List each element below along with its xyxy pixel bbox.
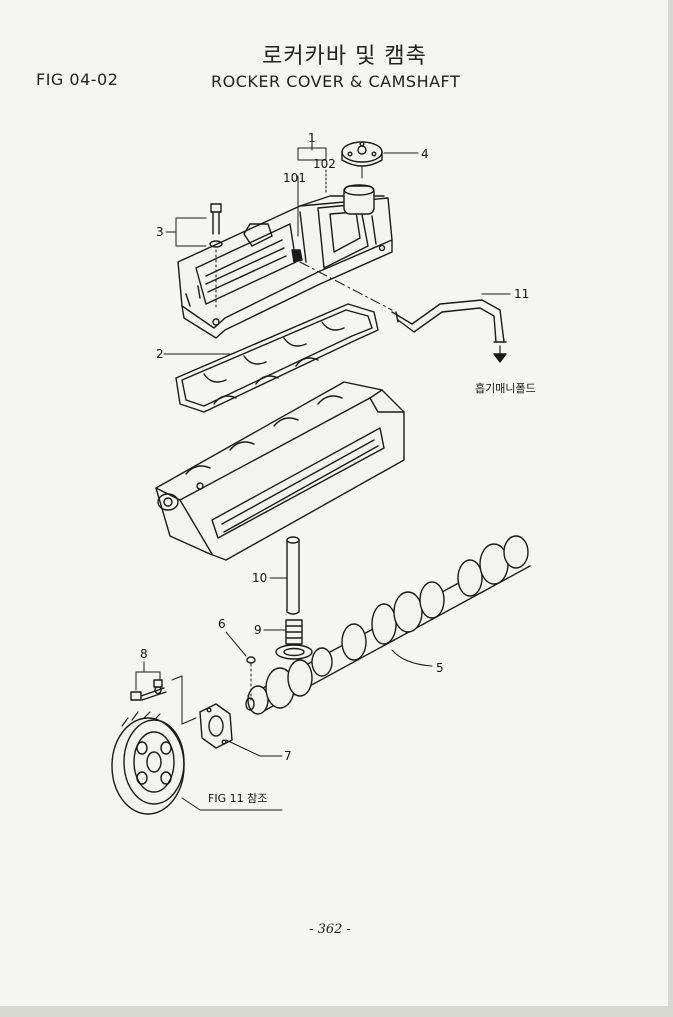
title-korean: 로커카바 및 캠축 — [262, 44, 427, 69]
thrust-plate — [171, 675, 283, 757]
push-rod — [286, 536, 300, 615]
callout-3: 3 — [156, 225, 164, 239]
callout-101: 101 — [283, 171, 306, 185]
thrust-plate-bolts — [130, 661, 167, 701]
callout-4: 4 — [421, 147, 429, 161]
rocker-cover — [177, 184, 393, 339]
cylinder-head — [155, 381, 405, 561]
figure-id: FIG 04-02 — [36, 70, 119, 89]
callout-10: 10 — [252, 571, 267, 585]
camshaft — [245, 535, 531, 715]
callout-6: 6 — [218, 617, 226, 631]
callout-7: 7 — [284, 749, 292, 763]
page-number: - 362 - — [309, 922, 351, 937]
cam-gear — [111, 711, 283, 815]
breather-hose — [299, 261, 507, 363]
callout-8: 8 — [140, 647, 148, 661]
oil-filler-cap — [341, 141, 383, 179]
callout-102: 102 — [313, 157, 336, 171]
rocker-cover-gasket — [175, 303, 379, 413]
intake-manifold-note: 흡기매니폴드 — [475, 381, 536, 395]
cover-bolt — [209, 203, 223, 311]
callout-5: 5 — [436, 661, 444, 675]
scan-right-edge — [668, 0, 673, 1017]
tappet — [275, 619, 313, 660]
title-english: ROCKER COVER & CAMSHAFT — [211, 72, 461, 91]
scan-bottom-edge — [0, 1006, 673, 1017]
fig11-reference-note: FIG 11 참조 — [208, 792, 267, 805]
callout-11: 11 — [514, 287, 529, 301]
callout-1: 1 — [308, 131, 316, 145]
dowel-pin — [225, 631, 256, 701]
callout-9: 9 — [254, 623, 262, 637]
callout-2: 2 — [156, 347, 164, 361]
